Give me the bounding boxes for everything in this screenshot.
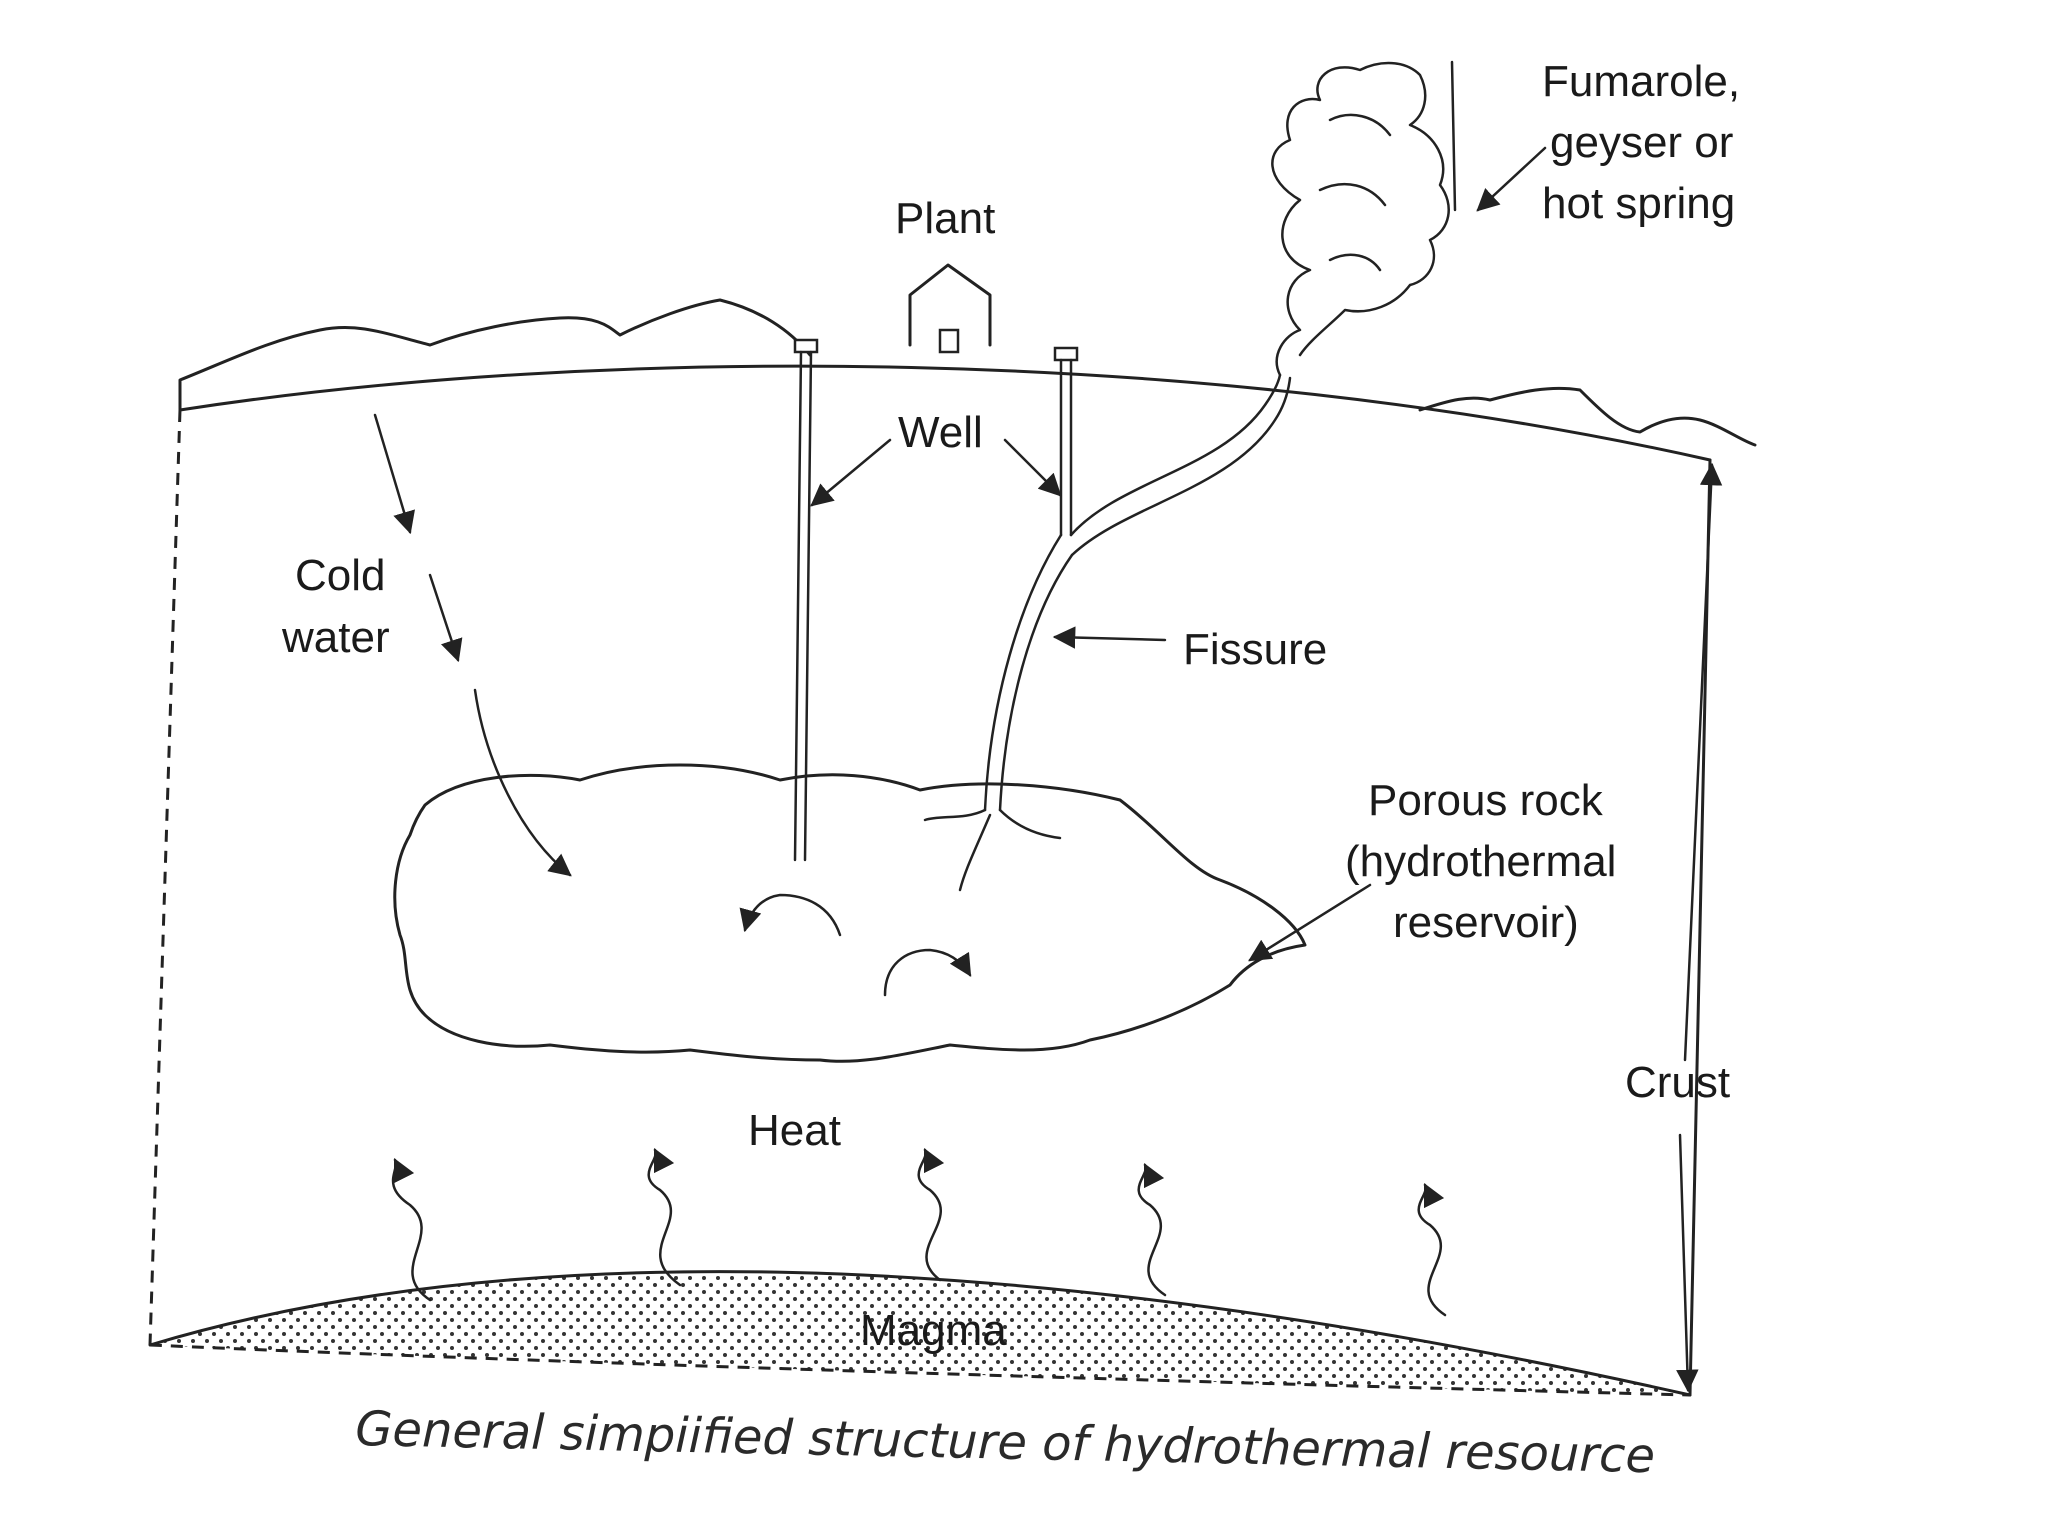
steam-inner-2: [1318, 182, 1387, 207]
label-cold-water-line-1: Cold: [295, 551, 386, 600]
label-porous-rock-line-3: reservoir): [1393, 898, 1579, 947]
crust-left-edge: [148, 409, 182, 1346]
terrain-right: [1418, 386, 1757, 447]
steam-plume: [1271, 61, 1450, 377]
fissure-branch-center: [958, 813, 992, 892]
label-fumarole-line-1: Fumarole,: [1542, 57, 1740, 106]
label-plant: Plant: [895, 194, 995, 243]
steam-brace: [1450, 60, 1457, 212]
label-fumarole-line-2: geyser or: [1550, 118, 1733, 167]
cold-water-arrow-3: [473, 688, 572, 877]
fumarole-arrow: [1476, 146, 1547, 212]
reservoir-arrow: [1248, 883, 1372, 962]
well-arrow-right: [1003, 438, 1062, 497]
label-crust: Crust: [1625, 1058, 1730, 1107]
circulation-arrow-right: [883, 948, 972, 997]
well-cap-2: [1053, 346, 1079, 362]
crust-arrow-down: [1676, 1133, 1699, 1393]
ground-surface: [178, 364, 1712, 462]
label-well: Well: [898, 408, 983, 457]
cold-water-arrow-1: [373, 413, 415, 535]
label-cold-water-line-2: water: [281, 613, 390, 662]
label-heat: Heat: [748, 1106, 841, 1155]
label-fumarole-line-3: hot spring: [1542, 179, 1735, 228]
cold-water-arrow-2: [428, 573, 463, 663]
hydrothermal-reservoir: [393, 763, 1307, 1063]
label-porous-rock-line-1: Porous rock: [1368, 776, 1604, 825]
figure-caption: General simpiified structure of hydrothe…: [355, 1401, 1656, 1484]
heat-wave-2: [647, 1147, 682, 1287]
label-magma: Magma: [860, 1306, 1007, 1355]
plant-door: [938, 328, 960, 354]
well-arrow-left: [810, 438, 892, 507]
fissure-channel-c: [1070, 376, 1292, 557]
magma-top-curve: [148, 1270, 1692, 1397]
heat-wave-5: [1417, 1182, 1447, 1317]
magma-body: [150, 1271, 1690, 1395]
fissure-arrow: [1052, 626, 1167, 649]
fissure-branch-left: [923, 808, 987, 822]
well-cap-1: [793, 338, 819, 354]
steam-inner-3: [1328, 113, 1392, 137]
fissure-branch-right: [998, 808, 1062, 840]
crust-right-edge: [1688, 458, 1712, 1397]
well-pipe-1b: [803, 350, 813, 862]
plant-building: [908, 263, 992, 347]
fissure-channel-d: [998, 553, 1074, 812]
heat-wave-3: [917, 1147, 945, 1282]
circulation-arrow-left: [739, 893, 842, 937]
fissure-channel-b: [1069, 373, 1282, 537]
terrain-left: [178, 298, 812, 412]
heat-wave-4: [1137, 1162, 1167, 1297]
magma-bottom-dashed: [149, 1343, 1691, 1397]
fissure-channel-a: [983, 533, 1063, 812]
steam-inner-1: [1328, 253, 1382, 272]
heat-wave-1: [391, 1157, 432, 1302]
well-pipe-1a: [793, 350, 803, 862]
label-porous-rock-line-2: (hydrothermal: [1345, 837, 1616, 886]
label-fissure: Fissure: [1183, 625, 1327, 674]
crust-arrow-up: [1683, 462, 1723, 1062]
